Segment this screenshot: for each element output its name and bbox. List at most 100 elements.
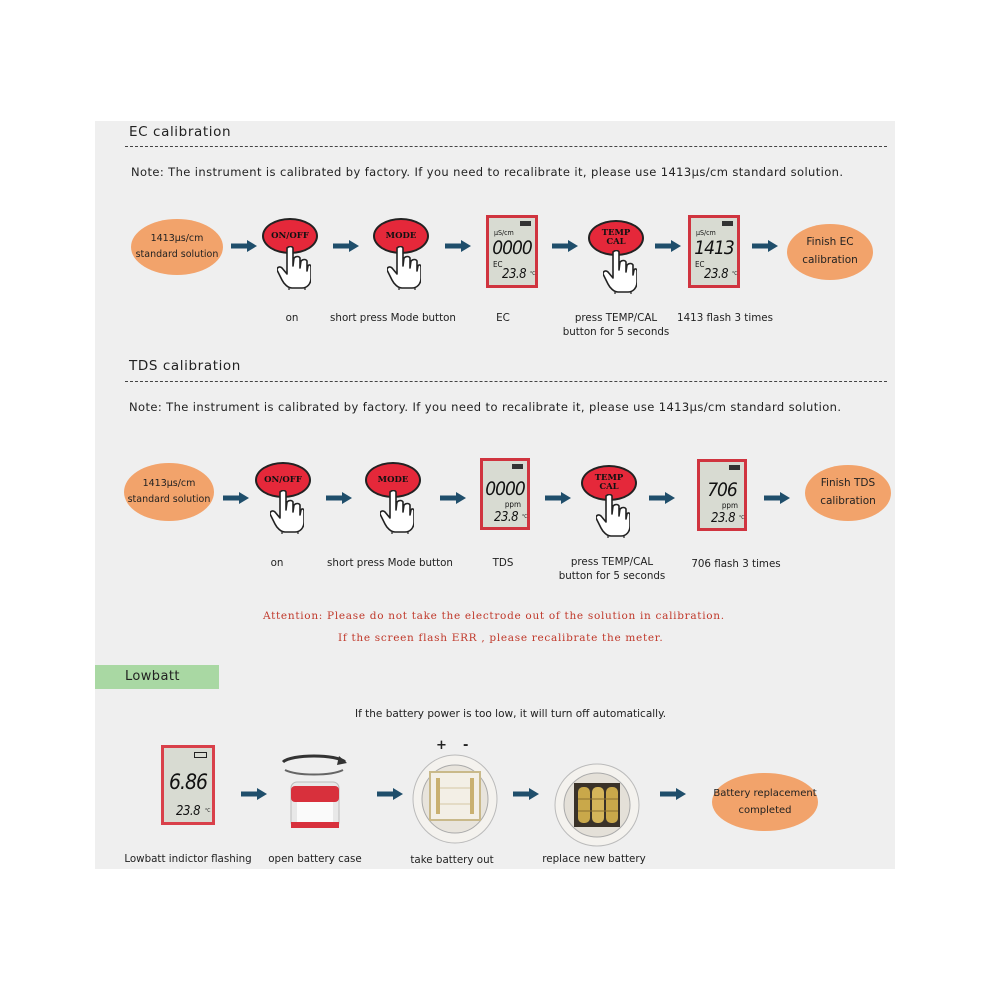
- ec-on-off-button[interactable]: ON/OFF: [262, 218, 318, 254]
- arrow-icon: [326, 492, 352, 504]
- tds-on-off-label: ON/OFF: [264, 474, 302, 485]
- lcd-temp: 23.8: [494, 510, 519, 525]
- lcd-unit: ppm: [721, 501, 738, 510]
- arrow-icon: [445, 240, 471, 252]
- lcd-value: 0000: [485, 478, 526, 500]
- ec-mode-label: MODE: [385, 230, 417, 241]
- pointing-hand-icon: [596, 494, 630, 538]
- lcd-temp: 23.8: [502, 267, 527, 282]
- ec-caption-ec: EC: [496, 312, 510, 324]
- minus-sign: -: [463, 738, 469, 753]
- tds-press-line1: press TEMP/CAL: [570, 556, 654, 568]
- lcd-unit: μS/cm: [696, 229, 716, 237]
- arrow-icon: [655, 240, 681, 252]
- arrow-icon: [660, 788, 686, 800]
- attention-line1: Attention: Please do not take the electr…: [263, 610, 725, 622]
- tds-section-title: TDS calibration: [129, 358, 241, 374]
- ec-solution-line1: 1413μs/cm: [150, 232, 204, 244]
- pointing-hand-icon: [387, 246, 421, 290]
- tds-caption-on: on: [270, 557, 284, 569]
- lcd-temp-unit: °C: [522, 514, 528, 520]
- tds-press-line2: button for 5 seconds: [558, 569, 666, 582]
- lcd-unit: ppm: [504, 500, 521, 509]
- lcd-mode: EC: [695, 260, 705, 269]
- cal-label: CAL: [599, 482, 619, 492]
- tds-solution-line2: standard solution: [127, 494, 211, 505]
- ec-press-line1: press TEMP/CAL: [574, 312, 658, 324]
- tds-mode-label: MODE: [377, 474, 409, 485]
- ec-finish-line1: Finish EC: [806, 236, 854, 249]
- tds-lcd-display-706: 706 ppm 23.8 °C: [697, 459, 747, 531]
- caption-replace-battery: replace new battery: [542, 853, 646, 865]
- battery-icon: [729, 465, 740, 470]
- ec-caption-on: on: [285, 312, 299, 324]
- lcd-temp-unit: °C: [205, 808, 211, 814]
- lcd-temp: 23.8: [176, 804, 201, 819]
- caption-open-case: open battery case: [268, 853, 362, 865]
- battery-icon: [520, 221, 531, 226]
- lcd-temp: 23.8: [704, 267, 729, 282]
- ec-caption-flash: 1413 flash 3 times: [677, 312, 773, 324]
- lcd-value: 706: [707, 479, 738, 501]
- plus-sign: +: [436, 738, 447, 753]
- ec-finish-line2: calibration: [802, 254, 858, 266]
- lcd-temp-unit: °C: [739, 515, 745, 521]
- ec-on-off-label: ON/OFF: [271, 230, 309, 241]
- lowbatt-note: If the battery power is too low, it will…: [355, 708, 667, 720]
- tds-solution-line1: 1413μs/cm: [142, 477, 196, 489]
- ec-divider: [125, 146, 887, 147]
- lcd-temp-unit: °C: [732, 271, 738, 277]
- arrow-icon: [377, 788, 403, 800]
- battery-icon: [722, 221, 733, 226]
- tds-caption-flash: 706 flash 3 times: [691, 558, 781, 570]
- arrow-icon: [440, 492, 466, 504]
- arrow-icon: [649, 492, 675, 504]
- lowbatt-section-tab: Lowbatt: [95, 665, 219, 689]
- arrow-icon: [231, 240, 257, 252]
- done-line2: completed: [738, 805, 792, 816]
- ec-press-line2: button for 5 seconds: [562, 325, 670, 338]
- arrow-icon: [513, 788, 539, 800]
- ec-finish-oval: Finish EC calibration: [787, 224, 873, 280]
- tds-note: Note: The instrument is calibrated by fa…: [129, 400, 842, 414]
- caption-lowbatt-flashing: Lowbatt indictor flashing: [124, 853, 252, 865]
- lcd-mode: EC: [493, 260, 503, 269]
- pointing-hand-icon: [277, 246, 311, 290]
- battery-icon: [512, 464, 523, 469]
- attention-line2: If the screen flash ERR , please recalib…: [338, 632, 664, 644]
- arrow-icon: [764, 492, 790, 504]
- arrow-icon: [241, 788, 267, 800]
- pointing-hand-icon: [270, 490, 304, 534]
- lcd-temp-unit: °C: [530, 271, 536, 277]
- ec-caption-mode: short press Mode button: [330, 312, 456, 324]
- tds-caption-tds: TDS: [492, 557, 514, 569]
- lowbatt-title: Lowbatt: [125, 669, 180, 684]
- ec-lcd-display-zero: μS/cm 0000 EC 23.8 °C: [486, 215, 538, 288]
- cal-label: CAL: [606, 237, 626, 247]
- empty-battery-compartment-illustration: [412, 754, 498, 844]
- arrow-icon: [552, 240, 578, 252]
- tds-solution-oval: 1413μs/cm standard solution: [124, 463, 214, 521]
- low-battery-icon: [194, 752, 207, 758]
- tds-finish-line2: calibration: [820, 495, 876, 507]
- arrow-icon: [752, 240, 778, 252]
- pointing-hand-icon: [603, 250, 637, 294]
- ec-solution-line2: standard solution: [135, 249, 219, 260]
- lcd-unit: μS/cm: [494, 229, 514, 237]
- temp-label: TEMP: [594, 473, 624, 484]
- tds-lcd-display-zero: 0000 ppm 23.8 °C: [480, 458, 530, 530]
- caption-take-battery: take battery out: [410, 854, 494, 866]
- arrow-icon: [545, 492, 571, 504]
- new-battery-installed-illustration: [554, 763, 640, 847]
- arrow-icon: [223, 492, 249, 504]
- ec-solution-oval: 1413μs/cm standard solution: [131, 219, 223, 275]
- lcd-value: 1413: [694, 237, 735, 259]
- arrow-icon: [333, 240, 359, 252]
- lcd-value: 0000: [492, 237, 533, 259]
- tds-divider: [125, 381, 887, 382]
- ec-lcd-display-1413: μS/cm 1413 EC 23.8 °C: [688, 215, 740, 288]
- tds-finish-line1: Finish TDS: [820, 477, 876, 490]
